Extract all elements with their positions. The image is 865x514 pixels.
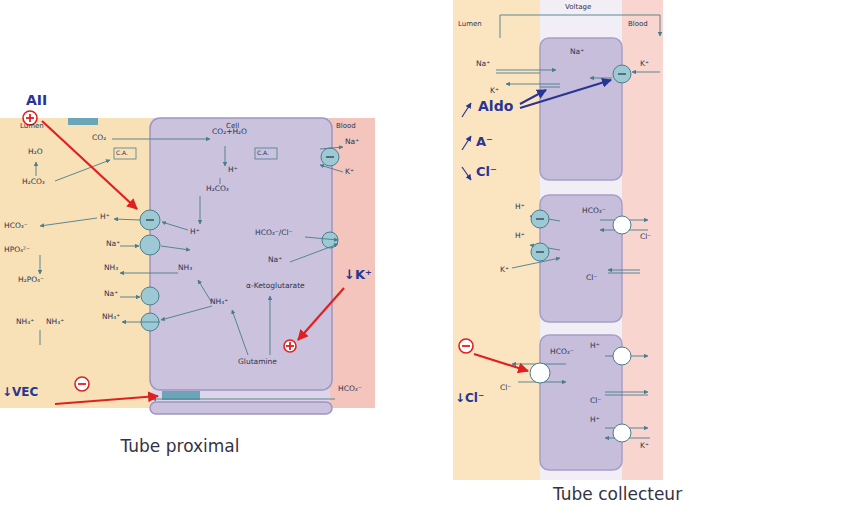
ion-label: H⁺ [228,166,238,175]
regulation-label: AII [26,92,47,108]
ion-label: HCO₃⁻ [550,348,574,357]
ion-label: Na⁺ [476,60,490,69]
ion-label: K⁺ [500,266,509,275]
regulation-label: A⁻ [476,135,493,150]
ion-label: H⁺ [590,416,600,425]
collecting-duct-figure [453,0,663,480]
ion-label: Na⁺ [345,138,359,147]
ion-label: Na⁺ [106,240,120,249]
ion-label: C.A. [257,150,269,157]
ion-label: Blood [336,122,356,130]
ion-label: H⁺ [190,228,200,237]
ion-label: CO₂+H₂O [212,128,247,137]
ion-label: Lumen [458,20,482,28]
ion-label: NH₃ [104,264,118,273]
ion-label: Na⁺ [570,48,584,57]
ion-label: H₂CO₃ [22,178,45,187]
ion-label: HCO₃⁻ [338,385,362,394]
proximal-tubule-figure [0,118,375,414]
ion-label: Cl⁻ [640,233,651,242]
regulation-label: Aldo [478,98,513,114]
ion-label: Glutamine [238,358,277,367]
ion-label: NH₃ [178,264,192,273]
ion-label: Lumen [20,122,44,130]
ion-label: H₂O [28,148,43,157]
ion-label: NH₄⁺ [46,318,64,327]
ion-label: HCO₃⁻/Cl⁻ [255,229,293,238]
ion-label: Cl⁻ [590,397,601,406]
regulation-arrows [23,111,344,404]
ion-label: NH₄⁺ [16,318,34,327]
ion-label: Blood [628,20,648,28]
ion-label: C.A. [116,150,128,157]
ion-label: HCO₃⁻ [4,222,28,231]
ion-label: NH₄⁺ [210,298,228,307]
panel-caption: Tube proximal [121,436,240,456]
ion-label: H⁺ [590,342,600,351]
ion-label: H₂PO₄⁻ [18,276,44,285]
ion-label: α-Ketoglutarate [246,282,305,291]
ion-label: Cl⁻ [586,274,597,283]
ion-label: H₂CO₃ [206,185,229,194]
ion-label: Na⁺ [268,256,282,265]
regulation-label: ↓K⁺ [344,268,372,283]
regulation-arrows [459,80,611,371]
figure-panel: Tube collecteur [453,0,753,514]
ion-label: H⁺ [100,213,110,222]
ion-label: H⁺ [515,203,525,212]
ion-label: NH₄⁺ [102,313,120,322]
figure-panel: Tube proximal [0,118,375,463]
ion-label: HCO₃⁻ [582,207,606,216]
ion-label: HPO₄²⁻ [4,246,30,255]
ion-label: K⁺ [640,442,649,451]
ion-label: K⁺ [345,168,354,177]
ion-label: K⁺ [640,60,649,69]
ion-label: K⁺ [490,87,499,96]
ion-label: Na⁺ [104,290,118,299]
ion-label: H⁺ [515,232,525,241]
regulation-label: ↓VEC [2,386,38,400]
ion-label: Cl⁻ [500,384,511,393]
panel-caption: Tube collecteur [553,484,682,504]
regulation-label: ↓Cl⁻ [455,392,484,406]
ion-label: Voltage [565,3,591,11]
regulation-label: Cl⁻ [476,165,497,180]
ion-label: CO₂ [92,134,106,143]
